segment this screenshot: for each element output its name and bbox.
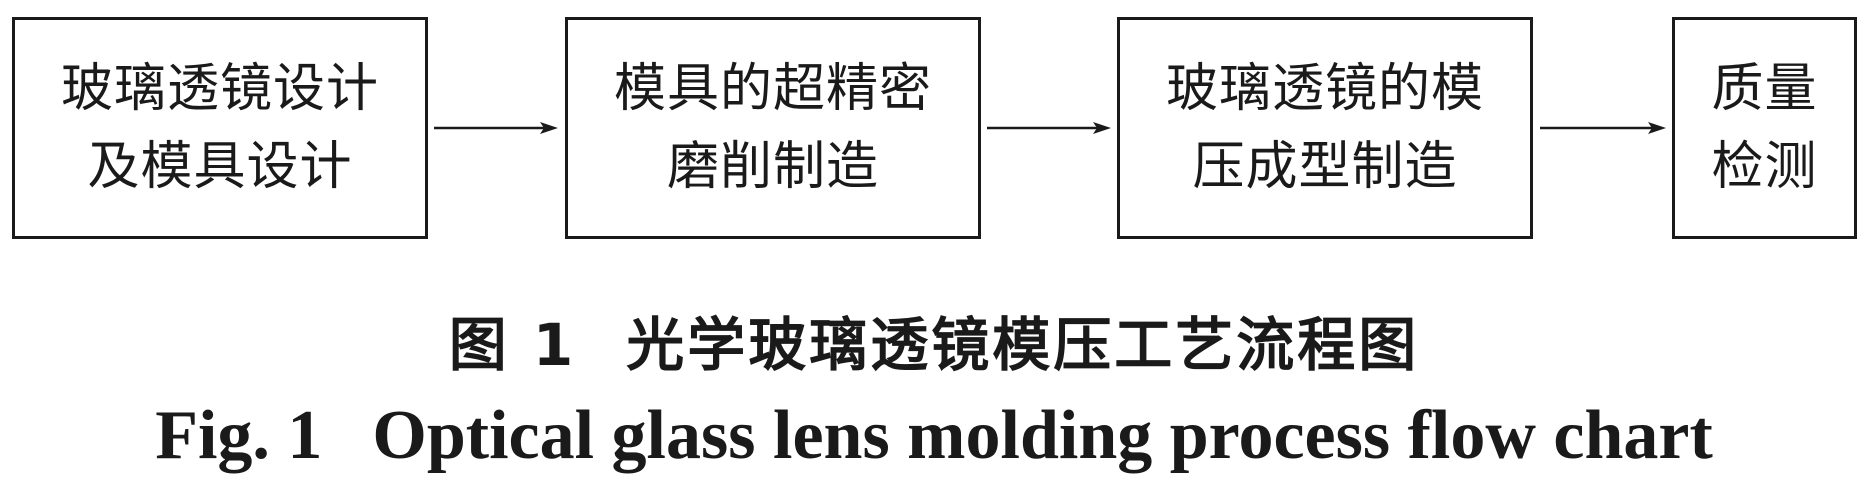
step-label-line-1: 玻璃透镜设计: [60, 59, 379, 119]
step-box-quality-inspection: 质量 检测: [1672, 17, 1857, 239]
step-label-line-2: 及模具设计: [87, 137, 353, 197]
step-box-lens-and-mold-design: 玻璃透镜设计 及模具设计: [12, 17, 428, 239]
flow-arrow-1: [434, 122, 558, 134]
step-label-line-1: 质量: [1711, 59, 1818, 119]
figure-number-zh: 图 1: [448, 311, 577, 379]
step-label-line-2: 检测: [1711, 137, 1818, 197]
flow-arrow-2: [987, 122, 1111, 134]
step-box-lens-molding: 玻璃透镜的模 压成型制造: [1117, 17, 1533, 239]
step-label-line-1: 模具的超精密: [613, 59, 932, 119]
figure-caption-english: Fig. 1 Optical glass lens molding process…: [0, 396, 1868, 476]
figure-number-en: Fig. 1: [155, 397, 323, 474]
flow-arrow-3: [1540, 122, 1666, 134]
step-label-line-2: 磨削制造: [666, 137, 879, 197]
step-box-mold-grinding: 模具的超精密 磨削制造: [565, 17, 981, 239]
figure-title-zh: 光学玻璃透镜模压工艺流程图: [626, 311, 1420, 379]
figure-title-en: Optical glass lens molding process flow …: [372, 397, 1713, 474]
step-label-line-1: 玻璃透镜的模: [1165, 59, 1484, 119]
figure-caption-chinese: 图 1 光学玻璃透镜模压工艺流程图: [0, 298, 1868, 382]
step-label-line-2: 压成型制造: [1192, 137, 1458, 197]
